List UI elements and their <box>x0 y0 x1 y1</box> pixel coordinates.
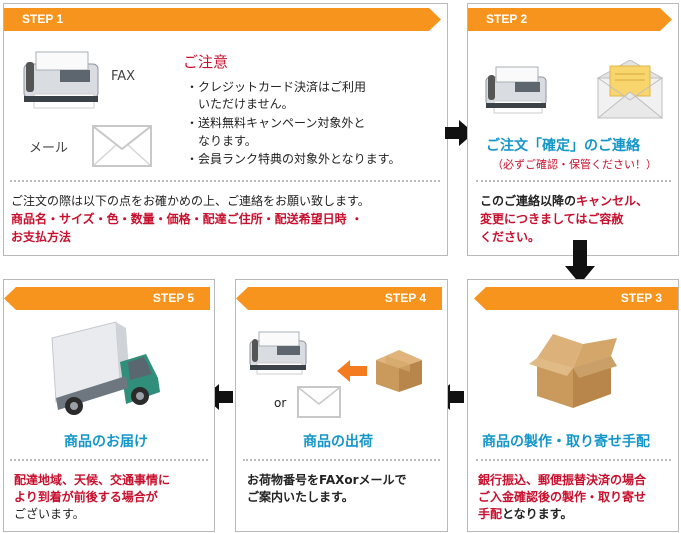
step1-bottom-items: 商品名・サイズ・色・数量・価格・配達ご住所・配送希望日時 ・ <box>11 212 363 227</box>
step3-tab: STEP 3 <box>474 287 678 310</box>
step2-text: ください。 <box>480 230 540 245</box>
mail-label: メール <box>29 141 68 156</box>
divider <box>476 459 671 461</box>
step3-text-part: 手配 <box>478 507 502 521</box>
orange-arrow-left-icon <box>337 360 367 382</box>
step1-tab: STEP 1 <box>4 8 441 31</box>
step3-text: 手配となります。 <box>478 507 572 522</box>
step2-heading: ご注文「確定」のご連絡 <box>486 138 640 155</box>
package-box-icon <box>374 348 424 394</box>
step2-cancel-text: キャンセル、 <box>576 194 648 208</box>
divider <box>476 180 671 182</box>
step1-bottom-items: お支払方法 <box>11 230 71 245</box>
step3-text-part: となります。 <box>502 507 572 521</box>
step5-text: より到着が前後する場合が <box>14 490 158 505</box>
step5-heading: 商品のお届け <box>64 434 148 451</box>
notice-item: ・クレジットカード決済はご利用 <box>186 80 366 95</box>
step5-tab: STEP 5 <box>4 287 210 310</box>
step5-text: ございます。 <box>14 507 85 522</box>
step2-text: 変更につきましてはご容赦 <box>480 212 623 227</box>
step1-bottom-text: ご注文の際は以下の点をお確かめの上、ご連絡をお願い致します。 <box>11 194 370 209</box>
step4-heading: 商品の出荷 <box>303 434 373 451</box>
step3-text: 銀行振込、郵便振替決済の場合 <box>478 473 646 488</box>
cardboard-box-icon <box>527 330 619 410</box>
divider <box>10 459 208 461</box>
step3-text: ご入金確認後の製作・取り寄せ <box>478 490 646 505</box>
notice-item: なります。 <box>198 134 257 149</box>
step2-text-part: このご連絡以降の <box>480 194 576 208</box>
or-label: or <box>274 396 286 411</box>
fax-label: FAX <box>111 69 135 84</box>
notice-item: ・会員ランク特典の対象外となります。 <box>186 152 400 167</box>
notice-item: いただけません。 <box>198 97 294 112</box>
fax-machine-icon <box>247 330 309 378</box>
divider <box>10 180 440 182</box>
mail-envelope-icon <box>92 125 152 167</box>
notice-title: ご注意 <box>183 53 228 71</box>
step2-tab: STEP 2 <box>468 8 672 31</box>
delivery-truck-icon <box>50 318 162 418</box>
step4-text: ご案内いたします。 <box>247 490 354 505</box>
envelope-letter-icon <box>597 60 663 120</box>
arrow-down-icon <box>565 240 595 284</box>
fax-machine-icon <box>483 65 549 117</box>
step4-text: お荷物番号をFAXorメールで <box>247 473 407 488</box>
mail-envelope-icon <box>297 386 341 418</box>
divider <box>243 459 440 461</box>
step3-heading: 商品の製作・取り寄せ手配 <box>482 434 650 451</box>
step5-text: 配達地域、天候、交通事情に <box>14 473 170 488</box>
step2-subheading: （必ずご確認・保管ください！） <box>492 157 657 172</box>
step4-tab: STEP 4 <box>236 287 442 310</box>
notice-item: ・送料無料キャンペーン対象外と <box>186 116 365 131</box>
fax-machine-icon <box>20 50 102 112</box>
step2-text: このご連絡以降のキャンセル、 <box>480 194 648 209</box>
